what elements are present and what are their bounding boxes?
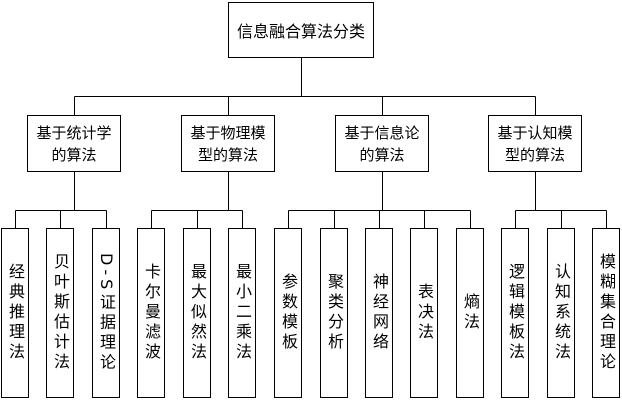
leaf-node: 认知系统法 bbox=[547, 228, 575, 398]
leaf-label: 模糊集合理论 bbox=[597, 253, 616, 373]
leaf-node: 最小二乘法 bbox=[228, 228, 256, 398]
leaf-label: D-S证据理论 bbox=[97, 252, 116, 374]
category-node: 基于信息论的算法 bbox=[335, 115, 429, 172]
leaf-node: 贝叶斯估计法 bbox=[46, 228, 74, 398]
leaf-label: 神经网络 bbox=[370, 273, 389, 353]
category-label: 基于认知模型的算法 bbox=[497, 123, 573, 164]
leaf-label: 聚类分析 bbox=[325, 273, 344, 353]
leaf-label: 卡尔曼滤波 bbox=[142, 263, 161, 363]
root-label: 信息融合算法分类 bbox=[236, 22, 365, 41]
category-node: 基于认知模型的算法 bbox=[488, 115, 582, 172]
leaf-node: 参数模板 bbox=[274, 228, 302, 398]
leaf-node: 逻辑模板法 bbox=[501, 228, 529, 398]
leaf-node: D-S证据理论 bbox=[92, 228, 120, 398]
leaf-node: 表决法 bbox=[410, 228, 438, 398]
leaf-node: 模糊集合理论 bbox=[592, 228, 620, 398]
leaf-label: 最大似然法 bbox=[188, 263, 207, 363]
leaf-node: 神经网络 bbox=[365, 228, 393, 398]
leaf-label: 参数模板 bbox=[279, 273, 298, 353]
leaf-label: 表决法 bbox=[415, 283, 434, 343]
leaf-label: 认知系统法 bbox=[552, 263, 571, 363]
leaf-label: 熵法 bbox=[461, 293, 480, 333]
category-label: 基于统计学的算法 bbox=[36, 123, 112, 164]
category-label: 基于信息论的算法 bbox=[344, 123, 420, 164]
category-label: 基于物理模型的算法 bbox=[190, 123, 266, 164]
leaf-label: 逻辑模板法 bbox=[506, 263, 525, 363]
leaf-node: 经典推理法 bbox=[1, 228, 29, 398]
category-node: 基于统计学的算法 bbox=[27, 115, 121, 172]
leaf-label: 经典推理法 bbox=[6, 263, 25, 363]
category-node: 基于物理模型的算法 bbox=[181, 115, 275, 172]
leaf-node: 最大似然法 bbox=[183, 228, 211, 398]
leaf-node: 聚类分析 bbox=[320, 228, 348, 398]
root-node: 信息融合算法分类 bbox=[228, 2, 374, 58]
leaf-label: 贝叶斯估计法 bbox=[51, 253, 70, 373]
leaf-label: 最小二乘法 bbox=[233, 263, 252, 363]
leaf-node: 熵法 bbox=[456, 228, 484, 398]
leaf-node: 卡尔曼滤波 bbox=[137, 228, 165, 398]
